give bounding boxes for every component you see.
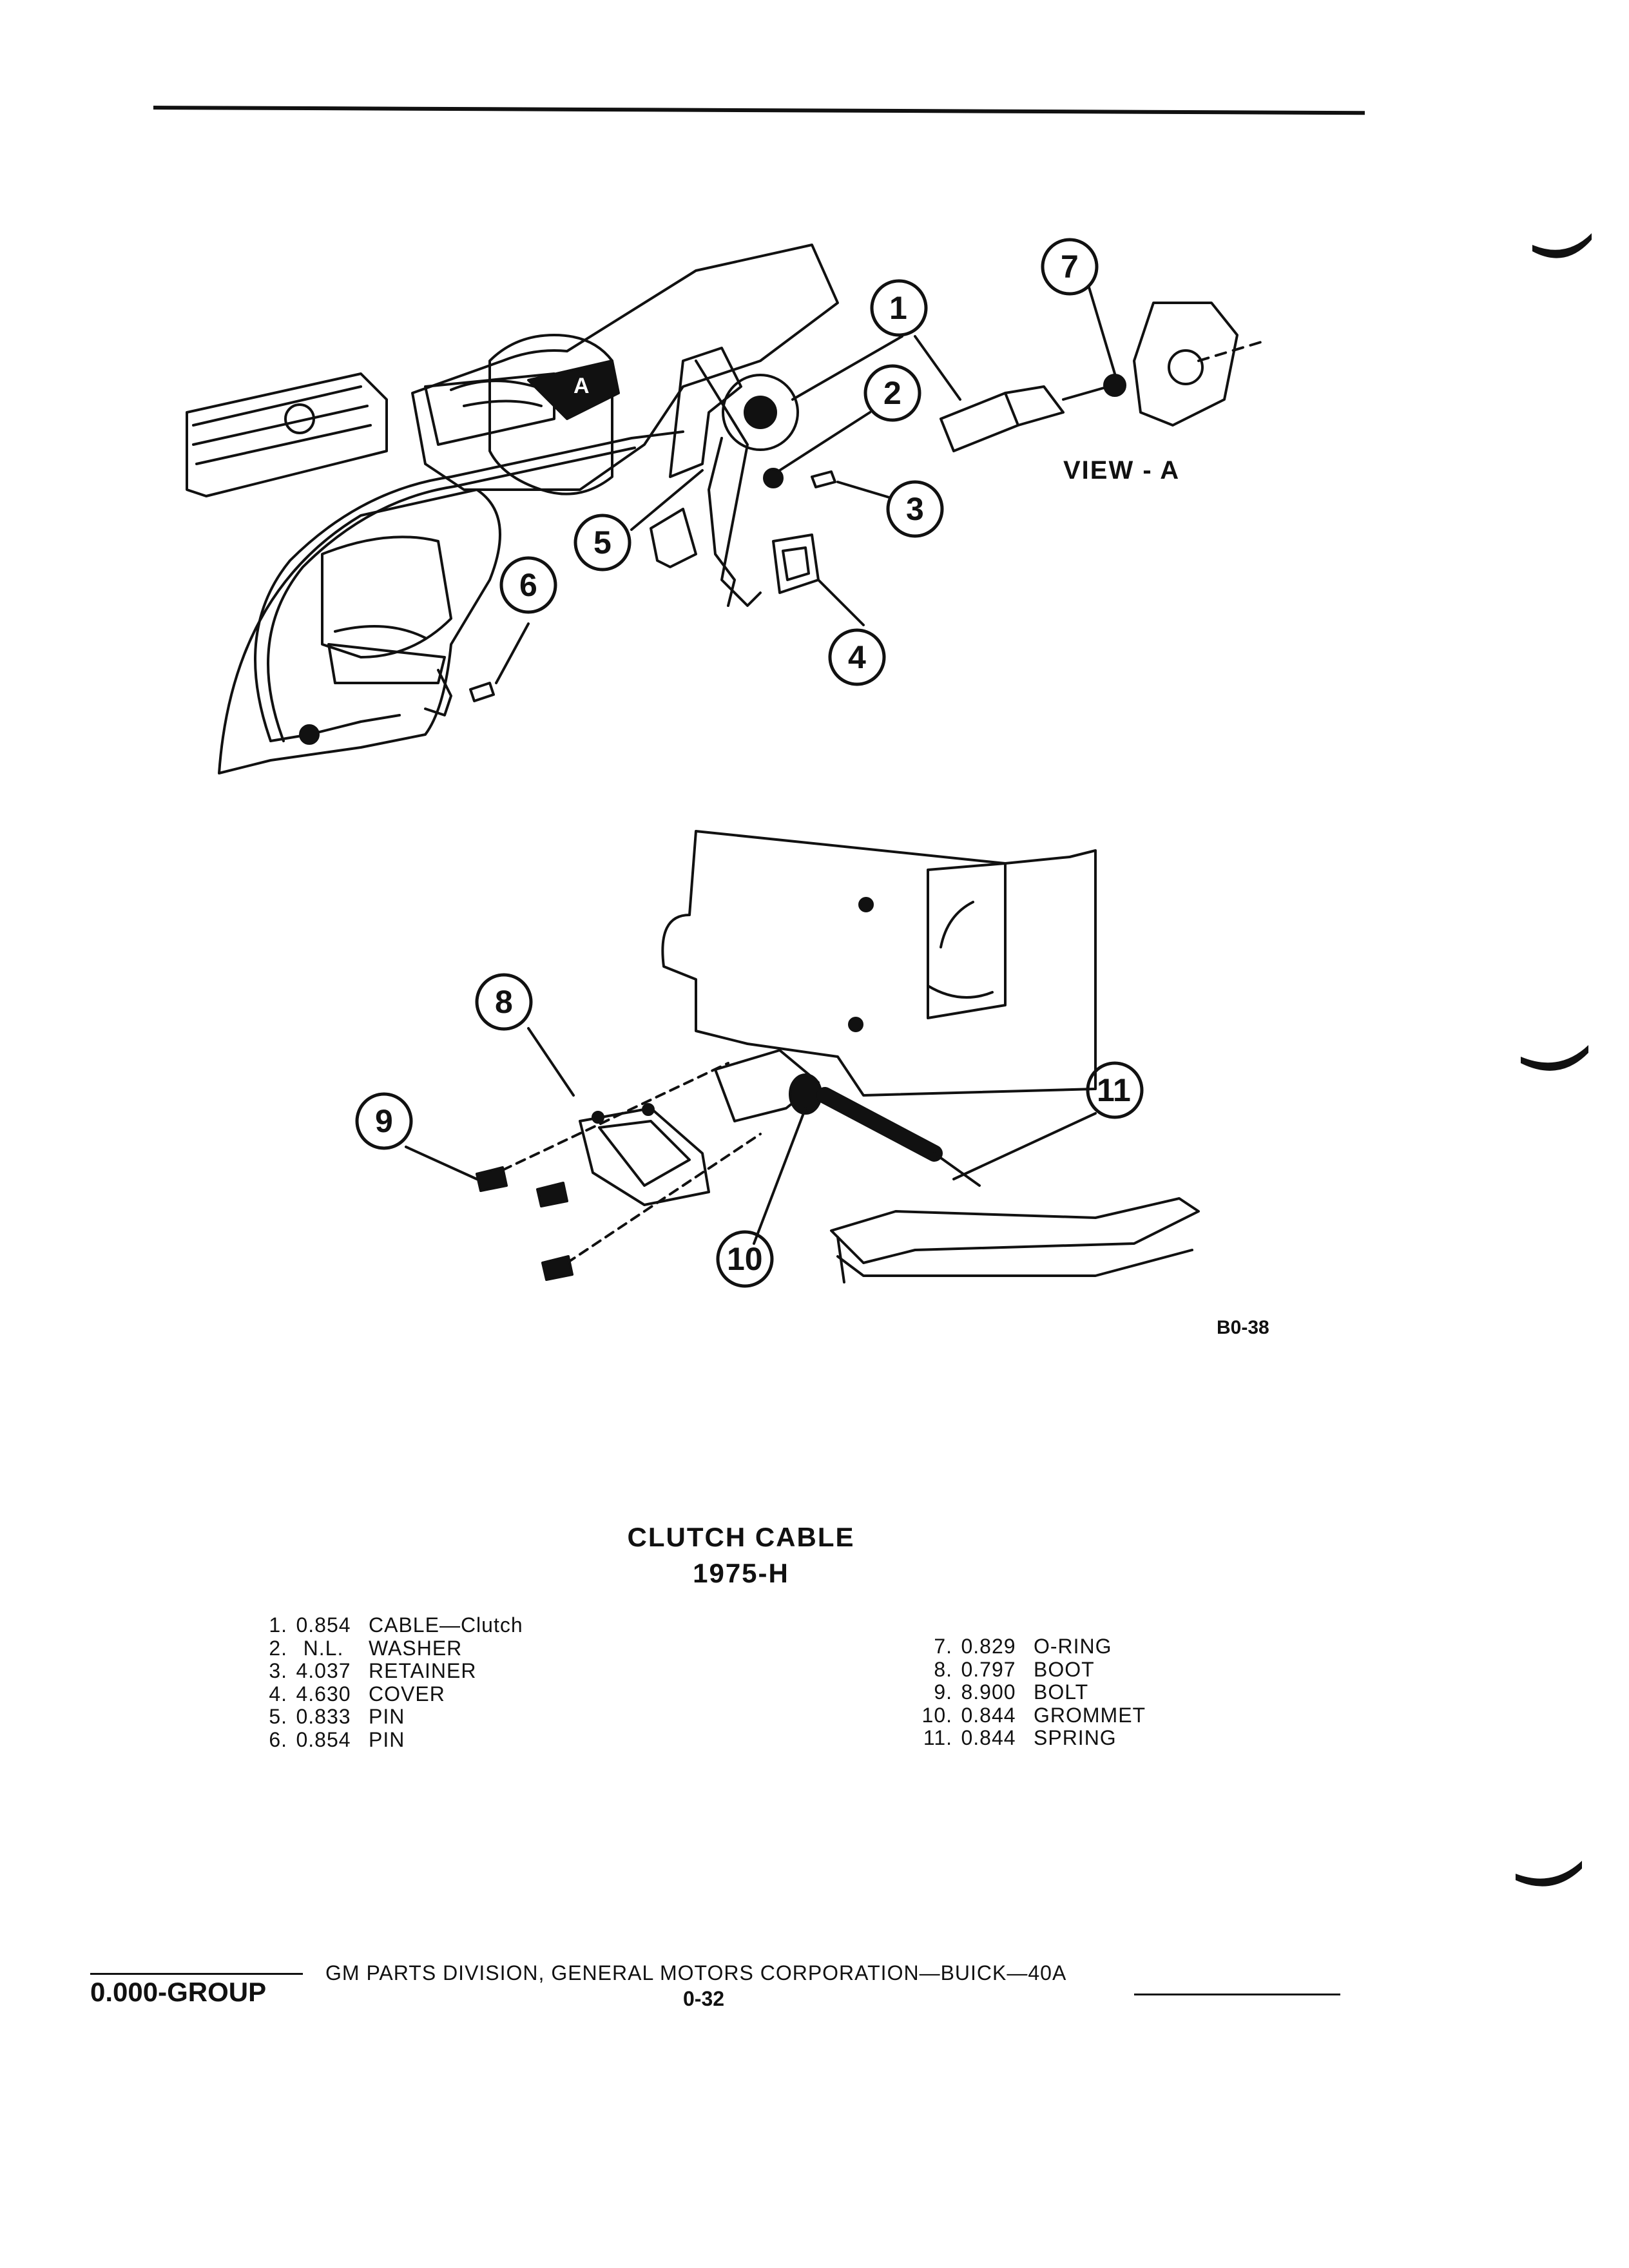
part-description: SPRING xyxy=(1034,1726,1117,1749)
list-item: 7. 0.829 O-RING xyxy=(909,1635,1146,1658)
item-number: 8. xyxy=(934,1657,952,1681)
part-description: PIN xyxy=(369,1727,405,1751)
item-number: 11. xyxy=(923,1726,952,1749)
page-number: 0-32 xyxy=(683,1987,725,2010)
list-item: 8. 0.797 BOOT xyxy=(909,1658,1146,1682)
part-description: GROMMET xyxy=(1034,1703,1146,1727)
list-item: 4. 4.630 COVER xyxy=(244,1682,523,1706)
list-item: 5. 0.833 PIN xyxy=(244,1705,523,1729)
item-number: 4. xyxy=(269,1682,287,1706)
list-item: 11. 0.844 SPRING xyxy=(909,1726,1146,1750)
callout-11: 11 xyxy=(1097,1072,1131,1108)
item-number: 3. xyxy=(269,1659,287,1682)
part-description: BOOT xyxy=(1034,1657,1095,1681)
callout-8: 8 xyxy=(495,984,513,1020)
page-title: CLUTCH CABLE xyxy=(627,1522,855,1552)
page-subtitle: 1975-H xyxy=(693,1558,789,1588)
part-number: 8.900 xyxy=(961,1680,1016,1704)
part-number: 0.844 xyxy=(961,1726,1016,1749)
callout-6: 6 xyxy=(519,567,537,603)
parts-list-left: 1. 0.854 CABLE—Clutch 2. N.L. WASHER 3. … xyxy=(244,1613,523,1752)
part-number: 0.829 xyxy=(961,1635,1016,1658)
part-number: 0.854 xyxy=(296,1727,351,1751)
part-description: COVER xyxy=(369,1682,445,1706)
part-number: 4.630 xyxy=(296,1682,351,1706)
item-number: 6. xyxy=(269,1727,287,1751)
part-number: 4.037 xyxy=(296,1659,351,1682)
part-description: RETAINER xyxy=(369,1659,477,1682)
footer-rule-right xyxy=(1134,1994,1340,1995)
list-item: 1. 0.854 CABLE—Clutch xyxy=(244,1613,523,1637)
part-description: WASHER xyxy=(369,1636,463,1660)
part-number: 0.854 xyxy=(296,1613,351,1637)
list-item: 3. 4.037 RETAINER xyxy=(244,1659,523,1683)
callout-3: 3 xyxy=(906,491,924,527)
item-number: 9. xyxy=(934,1680,952,1704)
figure-code: B0-38 xyxy=(1217,1317,1269,1338)
list-item: 2. N.L. WASHER xyxy=(244,1637,523,1660)
part-number: 0.797 xyxy=(961,1657,1016,1681)
part-description: BOLT xyxy=(1034,1680,1089,1704)
footer-corporation: GM PARTS DIVISION, GENERAL MOTORS CORPOR… xyxy=(325,1961,1067,1984)
part-description: PIN xyxy=(369,1705,405,1728)
callout-5: 5 xyxy=(593,524,612,561)
callout-1: 1 xyxy=(889,290,907,326)
list-item: 10. 0.844 GROMMET xyxy=(909,1704,1146,1727)
view-a-label: VIEW - A xyxy=(1063,456,1181,485)
item-number: 7. xyxy=(934,1635,952,1658)
callout-9: 9 xyxy=(375,1103,393,1139)
footer-rule-left xyxy=(90,1973,303,1975)
item-number: 2. xyxy=(269,1636,287,1660)
list-item: 9. 8.900 BOLT xyxy=(909,1680,1146,1704)
part-description: O-RING xyxy=(1034,1635,1112,1658)
item-number: 10. xyxy=(921,1703,952,1727)
part-number: 0.833 xyxy=(296,1705,351,1728)
part-description: CABLE—Clutch xyxy=(369,1613,523,1637)
parts-list-right: 7. 0.829 O-RING 8. 0.797 BOOT 9. 8.900 B… xyxy=(909,1635,1146,1750)
part-number: N.L. xyxy=(303,1636,344,1660)
callout-4: 4 xyxy=(848,639,866,675)
part-number: 0.844 xyxy=(961,1703,1016,1727)
callout-7: 7 xyxy=(1061,249,1079,285)
svg-text:A: A xyxy=(574,374,590,398)
callout-10: 10 xyxy=(727,1241,763,1277)
item-number: 1. xyxy=(269,1613,287,1637)
footer-group-label: 0.000-GROUP xyxy=(90,1977,267,2007)
list-item: 6. 0.854 PIN xyxy=(244,1727,523,1752)
item-number: 5. xyxy=(269,1705,287,1728)
callout-2: 2 xyxy=(883,375,901,411)
